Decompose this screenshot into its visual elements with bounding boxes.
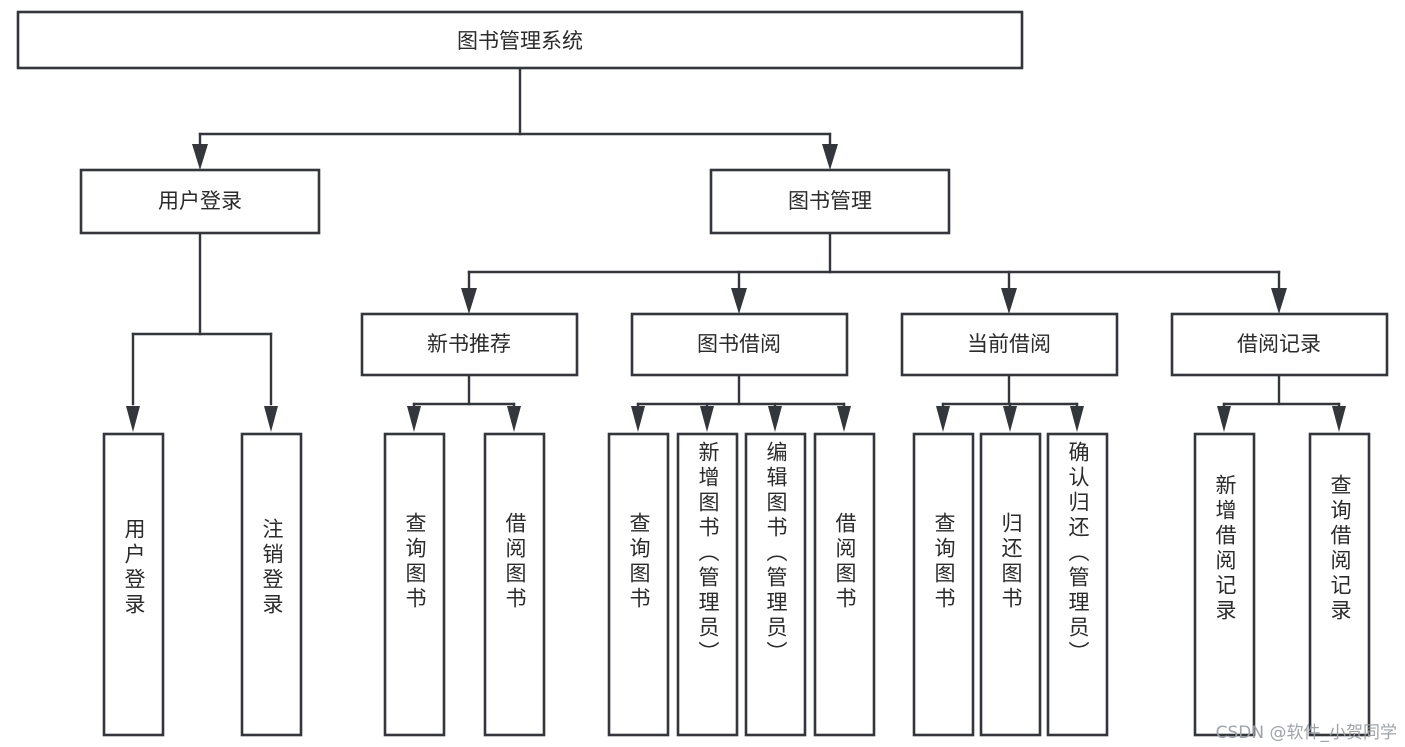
node-current-borrow-label: 当前借阅	[967, 332, 1051, 356]
node-leaf-borrow-book-2-box[interactable]	[813, 432, 876, 737]
arrow-head-leaf-query-book-1	[407, 406, 421, 432]
arrow-head-leaf-query-book-3	[936, 406, 950, 432]
node-leaf-edit-book-box[interactable]	[744, 432, 807, 737]
node-leaf-query-book-3-box[interactable]	[912, 432, 975, 737]
arrow-head-leaf-user-login	[126, 406, 140, 432]
arrow-head-leaf-edit-book	[768, 406, 782, 432]
node-new-book-rec-box[interactable]	[360, 312, 579, 377]
node-user-login-label: 用户登录	[158, 189, 242, 213]
node-root-label: 图书管理系统	[457, 29, 583, 53]
node-leaf-query-book-1-box[interactable]	[383, 432, 446, 737]
arrow-head-leaf-add-record	[1217, 406, 1231, 432]
arrow-head-leaf-user-logout	[264, 406, 278, 432]
arrow-head-book-manage	[822, 144, 838, 170]
node-book-manage-box[interactable]	[709, 168, 951, 235]
arrow-head-leaf-confirm-return	[1070, 406, 1084, 432]
node-root-box[interactable]	[16, 10, 1024, 70]
node-leaf-borrow-book-1-box[interactable]	[483, 432, 546, 737]
node-leaf-add-record-box[interactable]	[1193, 432, 1256, 737]
node-leaf-user-login-box[interactable]	[102, 432, 165, 737]
node-book-borrow-box[interactable]	[630, 312, 849, 377]
node-new-book-rec-label: 新书推荐	[427, 332, 511, 356]
node-leaf-add-book-box[interactable]	[676, 432, 739, 737]
node-leaf-confirm-return-box[interactable]	[1046, 432, 1109, 737]
arrow-head-book-borrow	[731, 288, 747, 314]
arrow-head-leaf-add-book	[700, 406, 714, 432]
node-leaf-query-book-2-box[interactable]	[607, 432, 670, 737]
node-user-login-box[interactable]	[79, 168, 321, 235]
arrow-head-leaf-query-book-2	[631, 406, 645, 432]
arrow-head-borrow-record	[1271, 288, 1287, 314]
arrow-head-new-book-rec	[461, 288, 477, 314]
arrow-head-current-borrow	[1001, 288, 1017, 314]
connector-layer	[126, 66, 1346, 432]
node-current-borrow-box[interactable]	[900, 312, 1119, 377]
node-borrow-record-box[interactable]	[1170, 312, 1389, 377]
arrow-head-user-login	[192, 144, 208, 170]
arrow-head-leaf-return-book	[1003, 406, 1017, 432]
node-layer: 图书管理系统 用户登录 图书管理 新书推荐 图书借阅 当前借阅 借阅记录	[16, 10, 1389, 737]
node-leaf-query-record-box[interactable]	[1308, 432, 1371, 737]
arrow-head-leaf-query-record	[1332, 406, 1346, 432]
node-leaf-user-logout-box[interactable]	[240, 432, 303, 737]
arrow-head-leaf-borrow-book-1	[507, 406, 521, 432]
node-leaf-return-book-box[interactable]	[979, 432, 1042, 737]
node-book-borrow-label: 图书借阅	[697, 332, 781, 356]
arrow-head-leaf-borrow-book-2	[837, 406, 851, 432]
node-borrow-record-label: 借阅记录	[1237, 332, 1321, 356]
node-book-manage-label: 图书管理	[788, 189, 872, 213]
